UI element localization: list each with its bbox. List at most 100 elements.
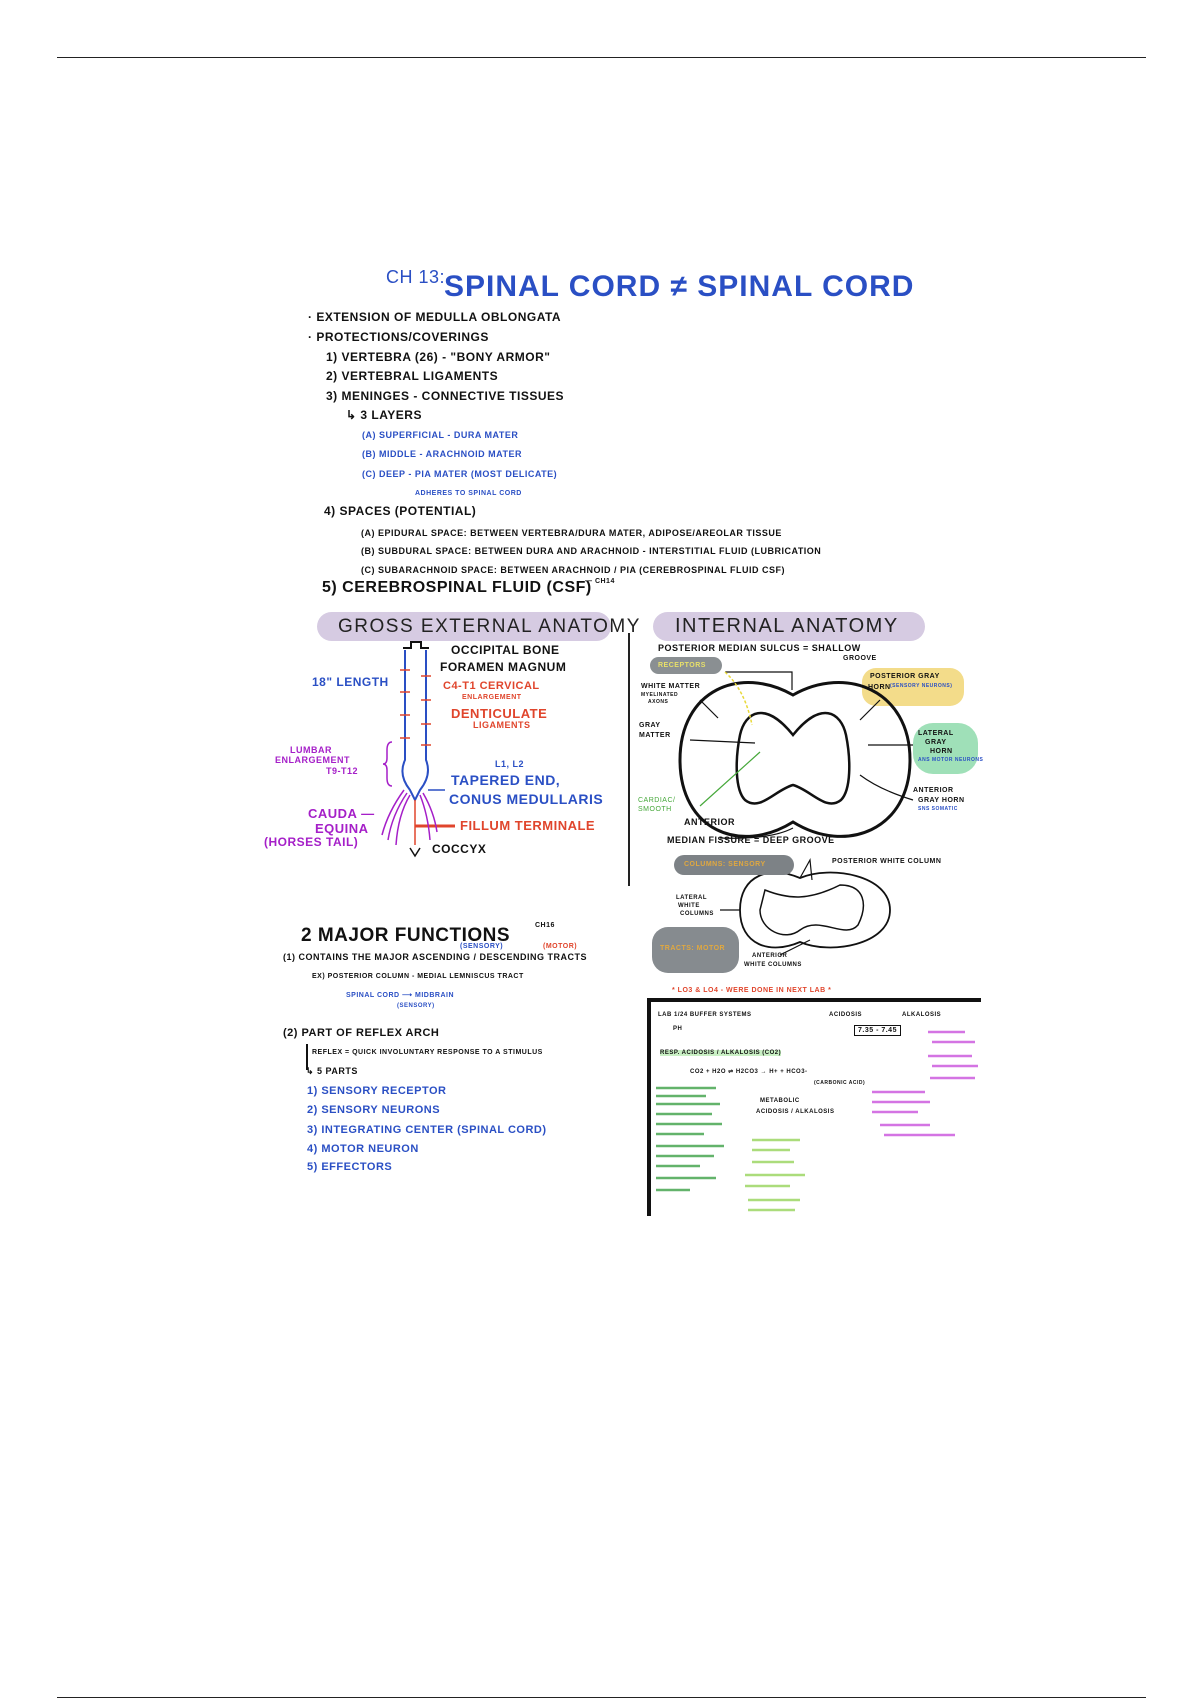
section-divider xyxy=(628,633,630,886)
header-rule xyxy=(57,57,1146,58)
lateral-white-label: Lateral xyxy=(676,895,708,901)
cauda-label: Equina xyxy=(315,821,369,836)
reflex-definition: Reflex = quick involuntary response to a… xyxy=(312,1049,543,1056)
lab-line: Lab 1/24 Buffer systems xyxy=(658,1012,752,1018)
function-1: (1) Contains the major ascending / desce… xyxy=(283,952,588,962)
lumbar-label: T9-T12 xyxy=(326,766,359,776)
l1l2-label: L1, L2 xyxy=(495,759,525,769)
page-title: Spinal Cord ≠ Spinal Cord xyxy=(444,270,915,303)
tapered-label: Tapered End, xyxy=(451,772,561,788)
cardiac-label: Cardiac/ xyxy=(638,797,676,804)
lateral-horn-label: Lateral xyxy=(918,730,954,737)
lateral-horn-label: Gray xyxy=(925,739,947,746)
lateral-horn-note: ANS motor neurons xyxy=(918,757,984,763)
posterior-horn-note: (sensory neurons) xyxy=(890,683,953,689)
lab-line: Acidosis / Alkalosis xyxy=(756,1109,835,1115)
lab-line: pH xyxy=(673,1026,683,1032)
bracket xyxy=(306,1044,308,1070)
lab-line: Resp. Acidosis / Alkalosis (CO2) xyxy=(660,1050,782,1056)
cardiac-label: smooth xyxy=(638,806,672,813)
lab-box-top xyxy=(647,998,981,1002)
white-matter-note: myelinated xyxy=(641,692,679,698)
adheres-note: adheres to spinal cord xyxy=(415,490,522,497)
parts-label: ↳ 5 Parts xyxy=(306,1066,358,1076)
length-label: 18" length xyxy=(312,675,389,689)
gross-header: Gross External Anatomy xyxy=(338,616,641,637)
lateral-horn-box xyxy=(913,723,978,774)
footer-rule xyxy=(57,1697,1146,1698)
posterior-horn-label: Posterior Gray xyxy=(870,673,940,680)
lab-note: * LO3 & LO4 - Were done in next lab * xyxy=(672,987,832,994)
cauda-label: Cauda — xyxy=(308,806,375,821)
lab-line: (Carbonic acid) xyxy=(814,1080,866,1086)
space: (a) Epidural space: between vertebra/dur… xyxy=(361,528,782,538)
layers-label: ↳ 3 Layers xyxy=(346,408,422,422)
receptors-label: Receptors xyxy=(658,662,706,669)
csf-note: — ch14 xyxy=(585,578,615,585)
gray-matter-label: Matter xyxy=(639,732,671,739)
layer: (c) Deep - Pia Mater (most delicate) xyxy=(362,469,558,479)
occipital-label: Occipital Bone xyxy=(451,643,560,657)
anterior-horn-label: Anterior xyxy=(913,787,954,794)
reflex-part: 2) Sensory Neurons xyxy=(307,1104,441,1116)
posterior-white-label: Posterior white column xyxy=(832,858,942,865)
foramen-label: Foramen Magnum xyxy=(440,660,567,674)
lab-line: CO2 + H2O ⇌ H2CO3 → H+ + HCO3- xyxy=(690,1069,808,1075)
grey-blob xyxy=(652,927,739,973)
lab-line: Metabolic xyxy=(760,1098,800,1104)
coccyx-label: Coccyx xyxy=(432,842,487,856)
lateral-horn-label: Horn xyxy=(930,748,953,755)
lumbar-label: Lumbar xyxy=(290,745,332,755)
anterior-horn-note: SNS somatic xyxy=(918,806,958,812)
space: (c) Subarachnoid space: between arachnoi… xyxy=(361,565,786,575)
gray-matter-label: Gray xyxy=(639,722,661,729)
reflex-part: 3) Integrating Center (spinal cord) xyxy=(307,1124,547,1136)
lumbar-label: Enlargement xyxy=(275,755,350,765)
sensory-tag: (sensory) xyxy=(460,943,504,950)
anterior-label: Anterior xyxy=(684,817,735,827)
chapter-label: CH 13: xyxy=(386,267,446,287)
functions-title: 2 Major Functions xyxy=(301,925,511,946)
alkalosis-label: Alkalosis xyxy=(902,1012,942,1018)
bullet: · Extension of Medulla Oblongata xyxy=(308,310,562,324)
item: 2) Vertebral Ligaments xyxy=(326,369,499,383)
posterior-horn-label: Horn xyxy=(868,684,891,691)
grey-blob-label: tracts: motor xyxy=(660,945,726,952)
anterior-white-label: white columns xyxy=(744,962,802,968)
bullet: · Protections/Coverings xyxy=(308,330,489,344)
anterior-horn-label: Gray Horn xyxy=(918,797,965,804)
layer: (b) Middle - Arachnoid Mater xyxy=(362,449,522,459)
reflex-part: 5) Effectors xyxy=(307,1161,393,1173)
denticulate-label: Denticulate xyxy=(451,706,548,721)
cervical-label-2: enlargement xyxy=(462,694,522,701)
item: 1) Vertebra (26) - "Bony Armor" xyxy=(326,350,551,364)
groove-label: Groove xyxy=(843,655,877,662)
filum-label: Fillum Terminale xyxy=(460,818,596,833)
cervical-label: C4-T1 Cervical xyxy=(443,680,540,692)
reflex-part: 1) Sensory Receptor xyxy=(307,1085,447,1097)
grey-pill-label: Columns: sensory xyxy=(684,861,766,868)
internal-header: Internal Anatomy xyxy=(675,615,899,637)
reflex-part: 4) Motor Neuron xyxy=(307,1143,419,1155)
space: (b) Subdural space: between dura and ara… xyxy=(361,546,822,556)
sulcus-label: Posterior Median Sulcus = Shallow xyxy=(658,643,861,653)
function-example: ex) Posterior column - medial lemniscus … xyxy=(312,973,524,980)
function-path-tag: (sensory) xyxy=(397,1003,435,1009)
item: 3) Meninges - Connective Tissues xyxy=(326,389,565,403)
spaces-label: 4) Spaces (Potential) xyxy=(324,504,477,518)
cauda-label: (Horses Tail) xyxy=(264,835,359,849)
lateral-white-label: columns xyxy=(680,911,714,917)
receptors-pill xyxy=(650,657,722,674)
acidosis-label: Acidosis xyxy=(829,1012,863,1018)
function-path: Spinal cord ⟶ Midbrain xyxy=(346,992,455,999)
motor-tag: (motor) xyxy=(543,943,578,950)
csf-item: 5) Cerebrospinal Fluid (CSF) xyxy=(322,579,592,596)
grey-pill xyxy=(674,855,794,875)
internal-header-pill xyxy=(653,612,925,641)
white-matter-label: White Matter xyxy=(641,683,701,690)
gross-header-pill xyxy=(317,612,611,641)
anterior-white-label: Anterior xyxy=(752,953,788,959)
